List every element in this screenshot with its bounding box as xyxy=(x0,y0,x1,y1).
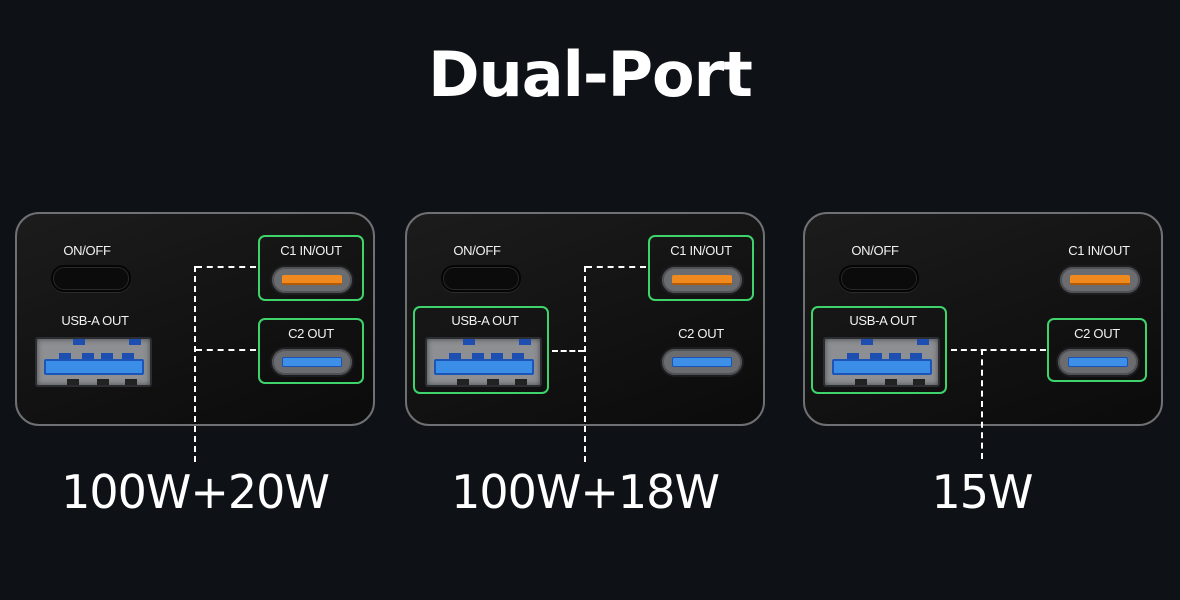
power-switch xyxy=(51,265,131,292)
c1-highlight xyxy=(648,235,754,301)
connector-line xyxy=(194,266,196,462)
connector-line xyxy=(586,266,646,268)
onoff-label: ON/OFF xyxy=(851,243,899,258)
port-panel-1: ON/OFF USB-A OUT C1 IN/OUT C2 OUT xyxy=(15,212,375,426)
connector-line xyxy=(552,350,584,352)
connector-line xyxy=(951,349,1046,351)
onoff-label: ON/OFF xyxy=(63,243,111,258)
c2-label: C2 OUT xyxy=(288,326,334,341)
c2-label: C2 OUT xyxy=(1074,326,1120,341)
c2-port-icon xyxy=(1058,349,1138,375)
power-output-2: 100W+18W xyxy=(451,465,720,519)
c1-label: C1 IN/OUT xyxy=(280,243,342,258)
c1-highlight xyxy=(258,235,364,301)
usba-highlight xyxy=(811,306,947,394)
c1-port-icon xyxy=(1060,267,1140,293)
c2-port-icon xyxy=(272,349,352,375)
connector-line xyxy=(196,266,256,268)
c2-highlight xyxy=(1047,318,1147,382)
power-switch xyxy=(441,265,521,292)
port-panel-3: ON/OFF USB-A OUT C1 IN/OUT C2 OUT xyxy=(803,212,1163,426)
usba-label: USB-A OUT xyxy=(61,313,129,328)
usba-label: USB-A OUT xyxy=(451,313,519,328)
page-title: Dual-Port xyxy=(428,38,753,111)
c1-label: C1 IN/OUT xyxy=(1068,243,1130,258)
connector-line xyxy=(584,266,586,462)
c2-port-icon xyxy=(662,349,742,375)
power-output-3: 15W xyxy=(931,465,1033,519)
usba-label: USB-A OUT xyxy=(849,313,917,328)
power-switch xyxy=(839,265,919,292)
power-output-1: 100W+20W xyxy=(61,465,330,519)
connector-line xyxy=(196,349,256,351)
c1-label: C1 IN/OUT xyxy=(670,243,732,258)
usba-port-icon xyxy=(823,337,940,387)
usba-highlight xyxy=(413,306,549,394)
c2-label: C2 OUT xyxy=(678,326,724,341)
usba-port-icon xyxy=(35,337,152,387)
c1-port-icon xyxy=(272,267,352,293)
onoff-label: ON/OFF xyxy=(453,243,501,258)
usba-port-icon xyxy=(425,337,542,387)
c1-port-icon xyxy=(662,267,742,293)
c2-highlight xyxy=(258,318,364,384)
connector-line xyxy=(981,349,983,459)
